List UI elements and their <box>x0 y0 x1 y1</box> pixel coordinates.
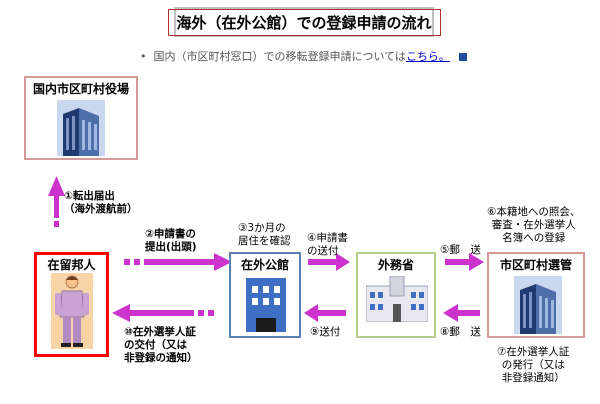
election-board-box: 市区町村選管 <box>487 252 585 338</box>
step10-line2: の交付（又は <box>124 339 187 351</box>
step3-text: ③3か月の 居住を確認 <box>238 222 291 248</box>
step7-line3: 非登録通知） <box>501 372 565 384</box>
resident-label: 在留邦人 <box>47 258 96 272</box>
step5-text: ⑤郵 送 <box>440 244 481 256</box>
mofa-building-icon <box>366 276 428 322</box>
domestic-office-box: 国内市区町村役場 <box>24 76 138 160</box>
note-link[interactable]: こちら。 <box>405 50 450 63</box>
step10-text: ⑩在外選挙人証 の交付（又は 非登録の通知） <box>124 326 198 365</box>
step9-text: ⑨送付 <box>310 326 341 338</box>
resident-box: 在留邦人 <box>34 252 109 357</box>
step6-line2: 審査・在外選挙人 <box>491 219 576 231</box>
external-link-icon <box>459 53 468 61</box>
diagram-title: 海外（在外公館）での登録申請の流れ <box>167 7 441 37</box>
person-icon <box>55 275 89 347</box>
step10-line1: ⑩在外選挙人証 <box>124 326 196 338</box>
city-hall-building-icon <box>514 276 562 334</box>
step4-text: ④申請書 の送付 <box>307 232 348 258</box>
office-building-icon <box>57 100 105 156</box>
step7-line2: の発行（又は <box>501 359 565 371</box>
step6-line1: ⑥本籍地への照会、 <box>487 206 581 218</box>
arrow-step4 <box>308 253 350 271</box>
arrow-step10 <box>112 304 214 322</box>
mofa-box: 外務省 <box>356 252 436 338</box>
step2-text: ②申請書の 提出(出頭) <box>145 228 197 254</box>
step8-text: ⑧郵 送 <box>440 326 481 338</box>
step2-line1: ②申請書の <box>145 228 196 240</box>
arrow-step1 <box>48 176 65 227</box>
step1-text: ①転出届出 （海外渡航前） <box>64 190 138 216</box>
arrow-step5 <box>445 253 484 271</box>
bullet: • <box>140 50 154 63</box>
step6-text: ⑥本籍地への照会、 審査・在外選挙人 名簿への登録 <box>487 206 580 245</box>
arrow-step9 <box>304 304 346 322</box>
step10-line3: 非登録の通知） <box>124 352 198 364</box>
step2-line2: 提出(出頭) <box>145 241 197 253</box>
mofa-label: 外務省 <box>377 258 414 272</box>
step7-text: ⑦在外選挙人証 の発行（又は 非登録通知） <box>497 346 569 385</box>
step1-line1: ①転出届出 <box>64 190 115 202</box>
step1-line2: （海外渡航前） <box>64 203 138 215</box>
arrow-step2 <box>124 253 232 271</box>
step6-line3: 名簿への登録 <box>502 232 566 244</box>
election-board-label: 市区町村選管 <box>499 258 572 272</box>
embassy-building-icon <box>246 278 286 332</box>
domestic-office-label: 国内市区町村役場 <box>32 82 129 96</box>
note-line: • 国内（市区町村窓口）での移転登録申請についてはこちら。 <box>140 48 468 64</box>
step4-line1: ④申請書 <box>307 232 348 244</box>
arrow-step8 <box>443 304 480 322</box>
step7-line1: ⑦在外選挙人証 <box>497 346 570 358</box>
step3-line1: ③3か月の <box>238 222 286 234</box>
embassy-label: 在外公館 <box>240 258 289 272</box>
embassy-box: 在外公館 <box>229 252 301 338</box>
note-text: 国内（市区町村窓口）での移転登録申請については <box>153 50 406 63</box>
step4-line2: の送付 <box>307 245 339 257</box>
title-text: 海外（在外公館）での登録申請の流れ <box>167 8 441 36</box>
step3-line2: 居住を確認 <box>238 235 291 247</box>
